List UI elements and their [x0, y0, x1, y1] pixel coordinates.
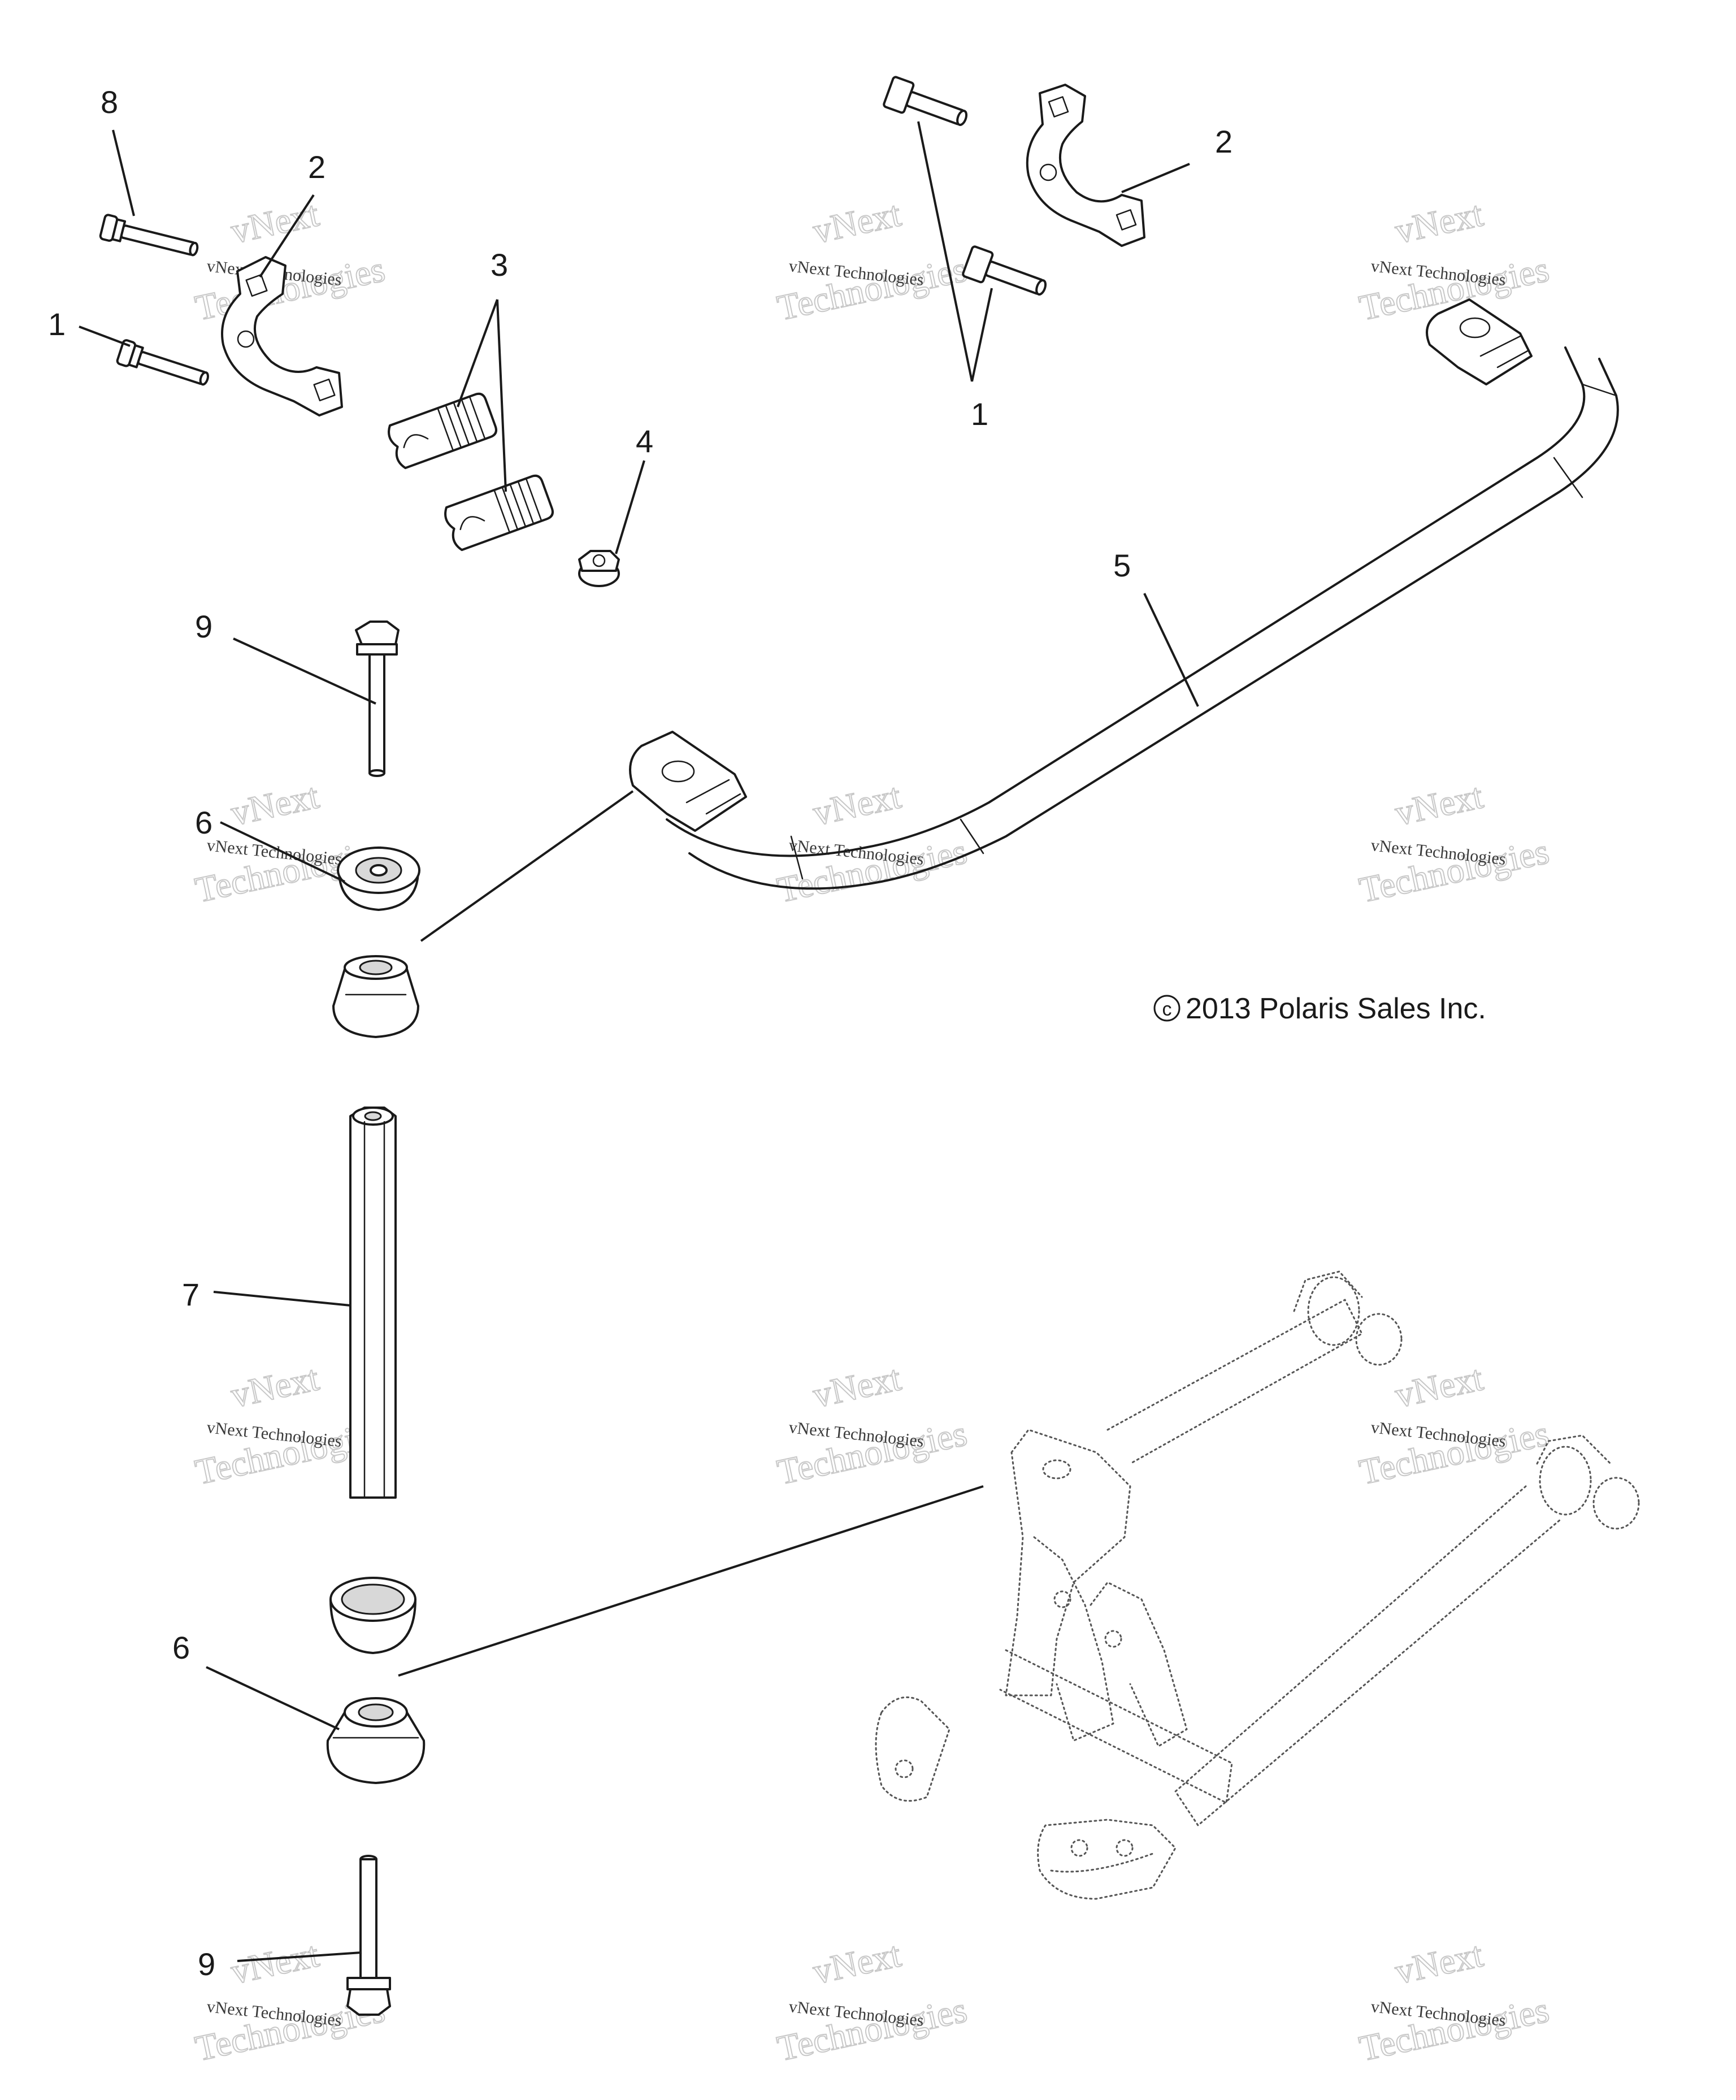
svg-text:vNext: vNext [809, 1357, 904, 1415]
callout-9-top: 9 [195, 609, 212, 644]
callout-5: 5 [1113, 548, 1131, 583]
svg-text:vNext: vNext [227, 1934, 322, 1991]
leader-lines [79, 121, 1199, 1962]
part-6-grommet-top-b [332, 955, 419, 1038]
svg-text:vNext: vNext [809, 1934, 904, 1991]
svg-text:vNext: vNext [1391, 1357, 1486, 1415]
copyright: c 2013 Polaris Sales Inc. [1153, 992, 1486, 1025]
watermark-12: vNext Technologies [1355, 1933, 1553, 2069]
copyright-text: 2013 Polaris Sales Inc. [1186, 992, 1486, 1025]
part-6-grommet-bottom-b [326, 1697, 426, 1784]
part-5-stabilizer-bar [629, 298, 1619, 890]
part-1-bolt-right-a [883, 76, 968, 126]
svg-text:vNext: vNext [809, 775, 904, 833]
watermark-11: vNext Technologies [773, 1933, 971, 2069]
callout-9-bottom: 9 [198, 1946, 215, 1982]
part-2-clamp-right [1026, 84, 1145, 247]
callout-6-bottom: 6 [172, 1630, 190, 1665]
part-1-bolt-right-b [962, 245, 1047, 296]
part-3-bushing-lower [444, 474, 554, 552]
callout-2-right: 2 [1215, 124, 1232, 159]
watermark-2: vNext Technologies [773, 193, 971, 328]
part-3-bushing-upper [388, 392, 497, 470]
svg-text:vNext: vNext [1391, 193, 1486, 251]
part-1-bolt-left [116, 339, 209, 386]
part-4-nut [578, 550, 620, 587]
copyright-symbol: c [1162, 999, 1172, 1020]
watermark-1: vNext Technologies [191, 193, 389, 328]
part-7-spacer [349, 1107, 397, 1499]
part-2-clamp-left [221, 256, 343, 416]
callout-2-left: 2 [308, 149, 326, 185]
callout-4: 4 [636, 423, 653, 459]
a-arm-assembly [875, 1270, 1640, 1900]
callout-7: 7 [182, 1277, 199, 1312]
part-6-grommet-top-a [337, 847, 420, 911]
callout-1-right: 1 [971, 396, 988, 432]
part-6-grommet-bottom-a [329, 1577, 416, 1654]
svg-text:vNext: vNext [1391, 1934, 1486, 1991]
svg-text:vNext: vNext [227, 775, 322, 833]
watermark-3: vNext Technologies [1355, 193, 1553, 328]
svg-text:vNext: vNext [1391, 775, 1486, 833]
part-9-bolt-top [355, 621, 400, 777]
callout-3: 3 [491, 247, 508, 283]
part-8-bolt [99, 214, 199, 257]
callout-6-top: 6 [195, 805, 212, 840]
callout-1-left: 1 [48, 306, 66, 342]
callouts: 8 2 1 3 4 1 2 5 9 6 7 6 9 [48, 84, 1232, 1982]
copyright-circle [1153, 995, 1181, 1022]
svg-text:vNext: vNext [809, 193, 904, 251]
callout-8: 8 [101, 84, 118, 120]
svg-text:vNext: vNext [227, 1357, 322, 1415]
part-9-bolt-bottom [346, 1855, 391, 2016]
